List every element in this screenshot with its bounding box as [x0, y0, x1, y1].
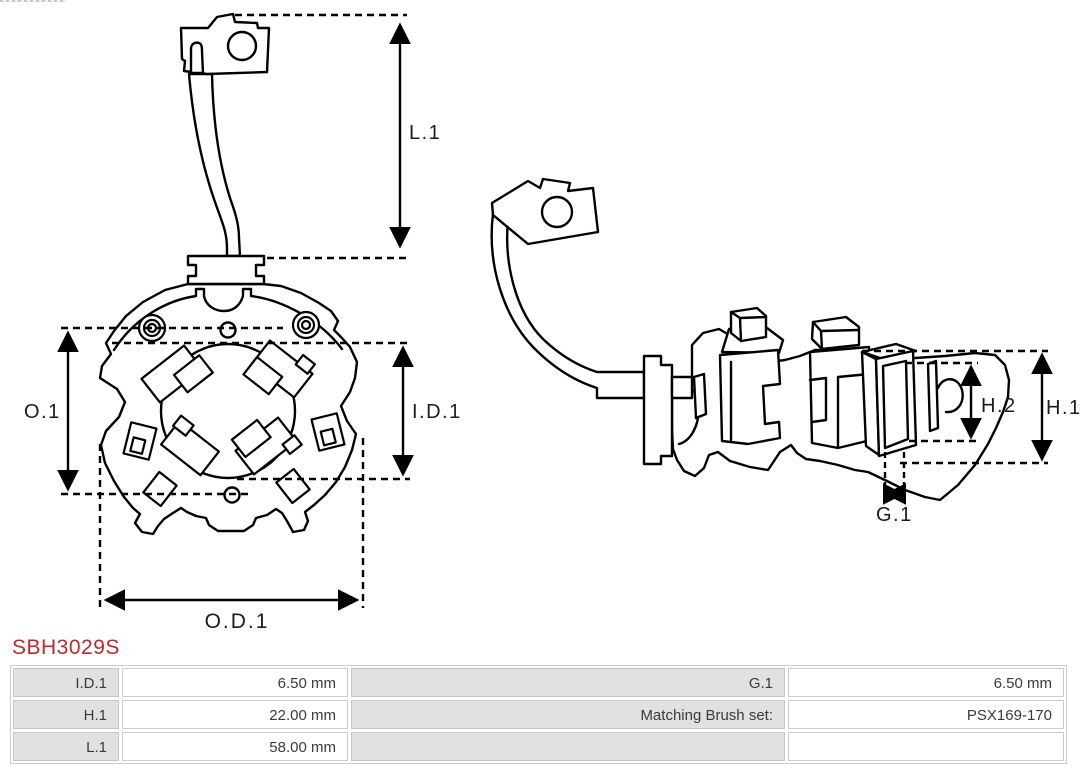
dim-label-h1: H.1 — [1046, 397, 1080, 419]
spec-label-empty — [351, 732, 785, 761]
mounting-bracket — [642, 354, 674, 466]
terminal-hole-side — [540, 195, 574, 229]
bracket-stub — [670, 375, 694, 400]
brush-box-upper-right — [242, 339, 317, 399]
dim-label-g1: G.1 — [876, 504, 913, 526]
side-view-drawing — [490, 177, 1011, 502]
center-opening — [159, 342, 297, 480]
spec-label-h1: H.1 — [13, 700, 119, 729]
lead-wire — [187, 72, 242, 258]
technical-line-drawing — [57, 12, 1053, 611]
spec-label-g1: G.1 — [351, 668, 785, 697]
eyelet-right — [291, 310, 321, 340]
inner-dome-contour — [112, 287, 344, 352]
spec-value-h1: 22.00 mm — [122, 700, 348, 729]
wire-grommet — [186, 254, 266, 286]
spec-label-brushset: Matching Brush set: — [351, 700, 785, 729]
spec-value-empty — [788, 732, 1064, 761]
dim-label-l1: L.1 — [409, 122, 442, 144]
rim-slot-left — [122, 421, 158, 461]
mid-brush-box — [718, 348, 782, 446]
spec-value-brushset: PSX169-170 — [788, 700, 1064, 729]
mid-box-tower — [729, 306, 768, 343]
front-view-drawing — [98, 12, 359, 536]
dim-label-id1: I.D.1 — [412, 401, 462, 423]
spec-value-id1: 6.50 mm — [122, 668, 348, 697]
side-view-dimensions — [862, 349, 1053, 505]
product-code: SBH3029S — [12, 636, 120, 659]
spec-table: I.D.1 6.50 mm G.1 6.50 mm H.1 22.00 mm M… — [10, 665, 1067, 764]
brush-slot — [881, 359, 910, 450]
rear-box-tower — [810, 315, 861, 351]
lead-wire-side — [490, 212, 646, 400]
ring-terminal-side — [490, 177, 600, 246]
spec-label-l1: L.1 — [13, 732, 119, 761]
dim-label-h2: H.2 — [981, 395, 1017, 417]
terminal-hole — [226, 30, 258, 62]
front-view-dimensions — [57, 13, 414, 611]
brush-box-lower-left — [159, 414, 221, 477]
rear-brush-box — [808, 345, 873, 450]
spec-label-id1: I.D.1 — [13, 668, 119, 697]
pilot-hole-top — [219, 321, 237, 339]
rim-slot-bottom-left — [142, 470, 178, 508]
spec-value-g1: 6.50 mm — [788, 668, 1064, 697]
dim-label-o1: O.1 — [24, 401, 61, 423]
dim-label-od1: O.D.1 — [204, 610, 270, 633]
spec-value-l1: 58.00 mm — [122, 732, 348, 761]
brush-box-upper-left — [140, 344, 214, 404]
wire-crimp — [189, 41, 205, 75]
spring-window — [692, 372, 708, 420]
side-bar — [926, 359, 940, 433]
rim-slot-right — [310, 412, 346, 452]
screen-edge-artifact — [0, 0, 66, 2]
brush-box-lower-right — [230, 416, 303, 476]
